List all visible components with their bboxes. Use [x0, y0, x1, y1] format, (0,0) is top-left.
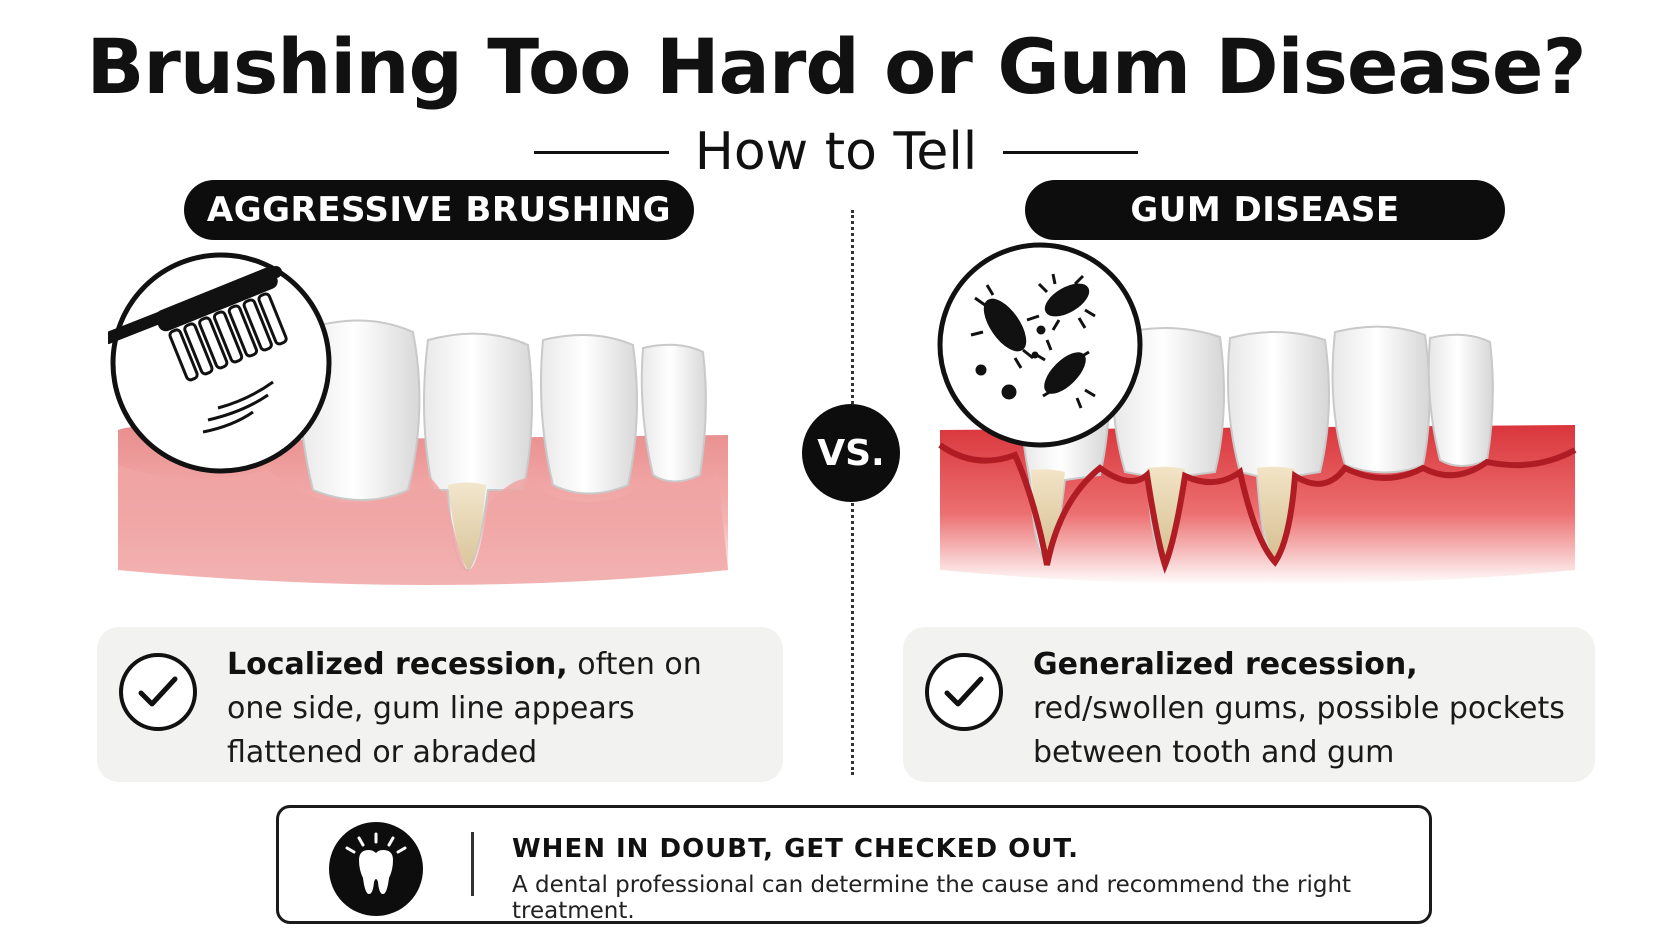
gum-disease-description: Generalized recession, red/swollen gums,… [1033, 643, 1577, 775]
vs-badge: VS. [802, 404, 900, 502]
checkup-banner: WHEN IN DOUBT, GET CHECKED OUT. A dental… [276, 805, 1432, 924]
check-circle-icon [925, 653, 1003, 731]
gum-disease-card: Generalized recession, red/swollen gums,… [903, 627, 1595, 782]
banner-heading: WHEN IN DOUBT, GET CHECKED OUT. [512, 834, 1080, 864]
banner-body: A dental professional can determine the … [512, 872, 1352, 924]
page-title: Brushing Too Hard or Gum Disease? [86, 22, 1586, 111]
aggressive-brushing-illustration [108, 252, 728, 585]
page-subtitle: How to Tell [694, 122, 978, 182]
label-aggressive-brushing: AGGRESSIVE BRUSHING [184, 180, 694, 240]
subtitle-row: How to Tell [0, 120, 1672, 184]
gum-disease-illustration [937, 242, 1577, 585]
description-bold: Localized recession, [227, 647, 568, 682]
description-bold: Generalized recession, [1033, 647, 1418, 682]
aggressive-brushing-description: Localized recession, often on one side, … [227, 643, 765, 775]
toothbrush-icon [108, 266, 288, 434]
tooth-icon [329, 822, 423, 916]
banner-separator [471, 832, 474, 896]
aggressive-brushing-card: Localized recession, often on one side, … [97, 627, 783, 782]
description-rest: red/swollen gums, possible pockets betwe… [1033, 691, 1565, 770]
subtitle-rule-right [1003, 150, 1139, 154]
label-gum-disease: GUM DISEASE [1025, 180, 1505, 240]
subtitle-rule-left [533, 150, 669, 154]
bacteria-icon [970, 273, 1096, 409]
check-circle-icon [119, 653, 197, 731]
description-rest: often on one side, gum line appears flat… [227, 647, 702, 770]
